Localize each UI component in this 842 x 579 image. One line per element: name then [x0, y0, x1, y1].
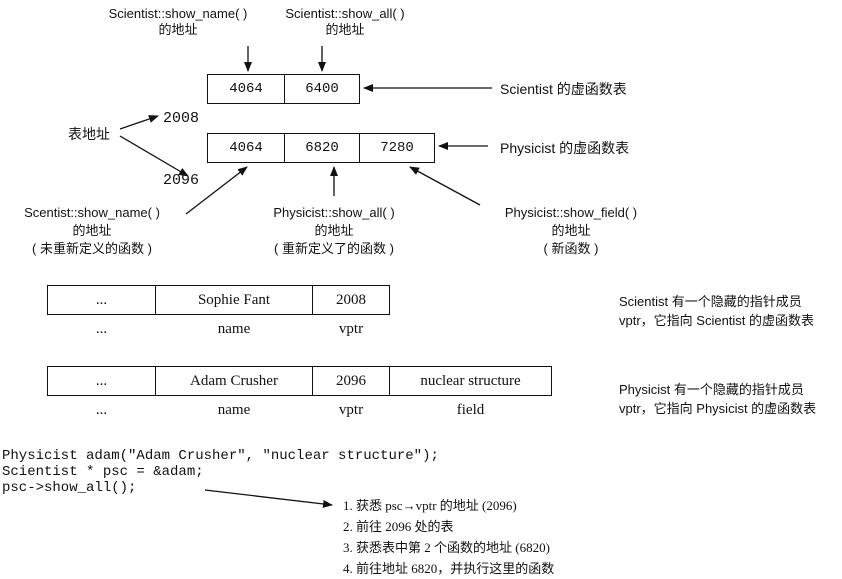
- code-line-2: Scientist * psc = &adam;: [2, 464, 204, 480]
- cell-text: 6820: [305, 140, 339, 156]
- step-2: 2. 前往 2096 处的表: [343, 519, 454, 534]
- address-2008: 2008: [163, 110, 200, 127]
- step-3: 3. 获悉表中第 2 个函数的地址 (6820): [343, 540, 550, 555]
- label-line: Physicist::show_field( ): [504, 205, 638, 220]
- cell-text: 2008: [336, 291, 366, 308]
- label-line: ( 新函数 ): [543, 241, 599, 256]
- label-line: Scentist::show_name( ): [24, 205, 160, 220]
- label-line: 的地址: [314, 223, 354, 238]
- adam-caption-vptr: vptr: [338, 402, 364, 418]
- arrow-scentist-show-name: [185, 166, 248, 215]
- label-line: 的地址: [551, 223, 591, 238]
- label-physicist-show-all: Physicist::show_all( ) 的地址 ( 重新定义了的函数 ): [250, 204, 418, 258]
- cell-text: 7280: [380, 140, 414, 156]
- sci-vtable-caption: Scientist 的虚函数表: [500, 81, 627, 97]
- arrow-to-2096: [119, 135, 189, 177]
- adam-caption-dots: ...: [95, 402, 108, 418]
- label-line: Scientist::show_name( ): [108, 6, 248, 21]
- physicist-vptr-note: Physicist 有一个隐藏的指针成员 vptr，它指向 Physicist …: [619, 382, 817, 416]
- cell-text: 4064: [229, 140, 263, 156]
- label-scientist-show-name: Scientist::show_name( ) 的地址: [88, 6, 268, 38]
- label-line: 的地址: [325, 22, 365, 37]
- label-line: Scientist::show_all( ): [285, 6, 405, 21]
- cell-text: ...: [95, 372, 108, 389]
- adam-caption-name: name: [217, 402, 251, 418]
- sci-vtable-cell-2: 6400: [284, 74, 360, 104]
- step-4: 4. 前往地址 6820，并执行这里的函数: [343, 561, 555, 576]
- sophie-caption-name: name: [217, 321, 251, 337]
- label-physicist-show-field: Physicist::show_field( ) 的地址 ( 新函数 ): [480, 204, 662, 258]
- label-line: ( 重新定义了的函数 ): [274, 241, 394, 256]
- label-line: 的地址: [158, 22, 198, 37]
- step-1: 1. 获悉 psc→vptr 的地址 (2096): [343, 498, 517, 513]
- arrow-code-to-steps: [204, 489, 333, 508]
- label-scientist-show-all: Scientist::show_all( ) 的地址: [270, 6, 420, 38]
- label-line: Physicist::show_all( ): [273, 205, 395, 220]
- arrow-physicist-show-field: [409, 166, 481, 206]
- scientist-vptr-note: Scientist 有一个隐藏的指针成员 vptr，它指向 Scientist …: [619, 294, 815, 328]
- cell-text: 6400: [305, 81, 339, 97]
- label-scientist-show-name-bottom: Scentist::show_name( ) 的地址 ( 未重新定义的函数 ): [2, 204, 182, 258]
- cell-text: Sophie Fant: [197, 291, 271, 308]
- cell-text: ...: [95, 291, 108, 308]
- sophie-caption-dots: ...: [95, 321, 108, 337]
- phy-vtable-cell-3: 7280: [359, 133, 435, 163]
- label-line: 的地址: [72, 223, 112, 238]
- code-line-1: Physicist adam("Adam Crusher", "nuclear …: [2, 448, 439, 464]
- code-line-3: psc->show_all();: [2, 480, 137, 496]
- cell-text: nuclear structure: [420, 372, 521, 389]
- arrow-to-2008: [119, 115, 159, 130]
- adam-cell-field: nuclear structure: [389, 366, 552, 396]
- table-address-label: 表地址: [68, 126, 110, 142]
- label-line: ( 未重新定义的函数 ): [32, 241, 152, 256]
- address-2096: 2096: [163, 172, 200, 189]
- cell-text: 2096: [336, 372, 366, 389]
- sophie-cell-vptr: 2008: [312, 285, 390, 315]
- adam-caption-field: field: [456, 402, 485, 418]
- sophie-caption-vptr: vptr: [338, 321, 364, 337]
- cell-text: 4064: [229, 81, 263, 97]
- cell-text: Adam Crusher: [190, 372, 278, 389]
- phy-vtable-caption: Physicist 的虚函数表: [500, 140, 630, 156]
